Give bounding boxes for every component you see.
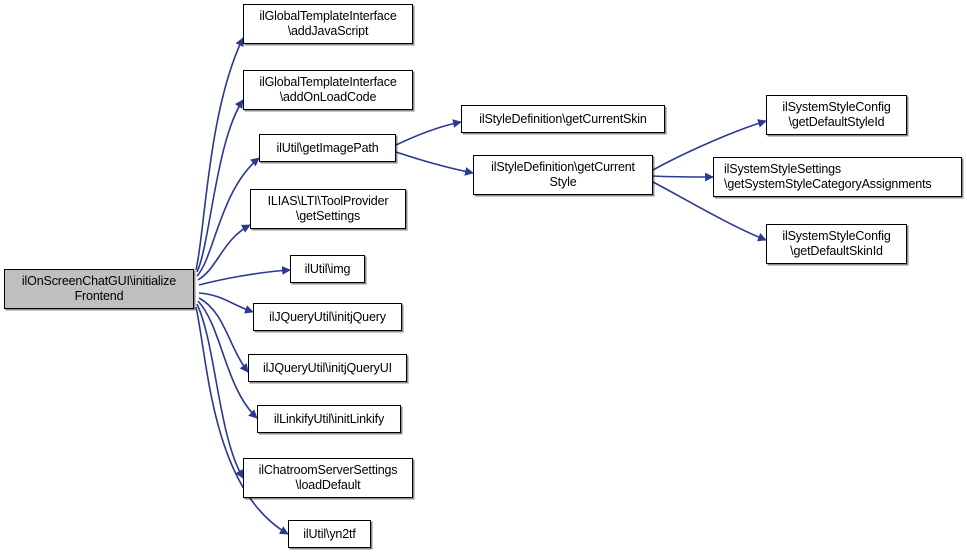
node-get-system-style-category-assignments[interactable]: ilSystemStyleSettings \getSystemStyleCat… [713, 157, 962, 197]
node-yn2tf[interactable]: ilUtil\yn2tf [288, 520, 371, 548]
call-edge [395, 119, 462, 146]
node-label: ilStyleDefinition\getCurrent Style [491, 160, 635, 189]
node-get-default-style-id[interactable]: ilSystemStyleConfig \getDefaultStyleId [766, 95, 907, 135]
node-label: ilStyleDefinition\getCurrentSkin [479, 111, 647, 126]
node-add-javascript[interactable]: ilGlobalTemplateInterface \addJavaScript [243, 4, 413, 44]
node-label: ILIAS\LTI\ToolProvider \getSettings [267, 194, 389, 223]
node-load-default[interactable]: ilChatroomServerSettings \loadDefault [243, 458, 413, 498]
node-get-settings[interactable]: ILIAS\LTI\ToolProvider \getSettings [250, 189, 406, 229]
node-label: ilOnScreenChatGUI\initialize Frontend [21, 274, 177, 303]
node-get-default-skin-id[interactable]: ilSystemStyleConfig \getDefaultSkinId [766, 224, 907, 264]
call-edge [652, 172, 714, 182]
node-get-current-skin[interactable]: ilStyleDefinition\getCurrentSkin [461, 105, 665, 133]
node-label: ilJQueryUtil\initjQueryUI [263, 360, 392, 375]
node-init-linkify[interactable]: ilLinkifyUtil\initLinkify [257, 405, 401, 433]
node-label: ilUtil\img [304, 261, 351, 276]
call-edge [198, 292, 254, 314]
node-label: ilSystemStyleConfig \getDefaultSkinId [782, 229, 891, 258]
node-label: ilLinkifyUtil\initLinkify [273, 411, 385, 426]
node-label: ilGlobalTemplateInterface \addJavaScript [259, 9, 397, 38]
node-label: ilJQueryUtil\initjQuery [269, 309, 386, 324]
node-label: ilUtil\getImagePath [276, 140, 379, 155]
node-label: ilSystemStyleConfig \getDefaultStyleId [782, 100, 891, 129]
node-init-jquery-ui[interactable]: ilJQueryUtil\initjQueryUI [248, 354, 407, 382]
call-edge [198, 297, 249, 373]
node-label: ilUtil\yn2tf [303, 526, 356, 541]
call-edge [198, 266, 291, 286]
call-edge [195, 37, 244, 271]
call-edge [196, 99, 244, 273]
node-get-image-path[interactable]: ilUtil\getImagePath [259, 134, 396, 162]
node-label: ilGlobalTemplateInterface \addOnLoadCode [259, 75, 397, 104]
node-root[interactable]: ilOnScreenChatGUI\initialize Frontend [4, 269, 194, 309]
node-label: ilChatroomServerSettings \loadDefault [258, 463, 398, 492]
call-edge [197, 224, 251, 281]
call-edge [196, 303, 244, 479]
node-label: ilSystemStyleSettings \getSystemStyleCat… [724, 162, 932, 191]
node-add-onload-code[interactable]: ilGlobalTemplateInterface \addOnLoadCode [243, 70, 413, 110]
node-init-jquery[interactable]: ilJQueryUtil\initjQuery [253, 303, 402, 331]
node-get-current-style[interactable]: ilStyleDefinition\getCurrent Style [473, 155, 653, 195]
call-edge [395, 151, 474, 176]
node-img[interactable]: ilUtil\img [290, 255, 365, 283]
